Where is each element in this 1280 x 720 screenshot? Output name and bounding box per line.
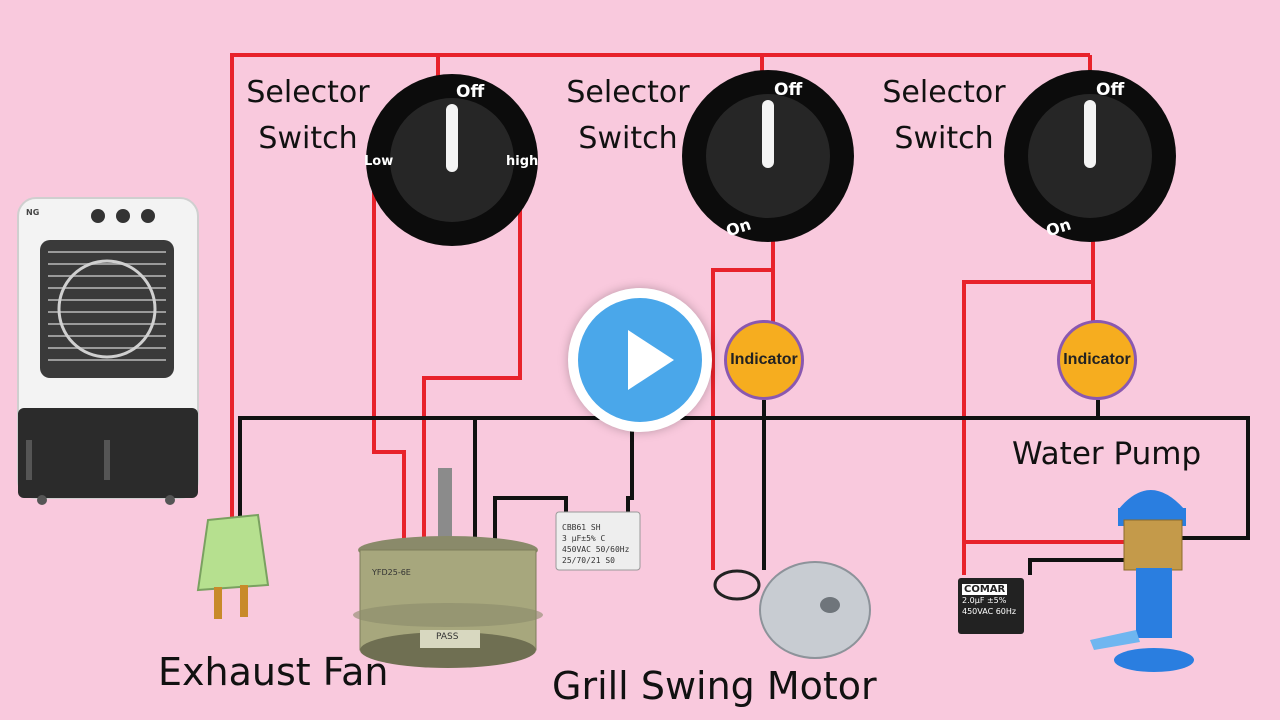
water-pump	[1090, 490, 1194, 672]
knob-1	[366, 74, 538, 246]
capacitor-2-line1: 2.0μF ±5%	[962, 596, 1007, 605]
capacitor-2-brand: COMAR	[962, 584, 1008, 595]
indicator-lamp-1: Indicator	[724, 320, 804, 400]
knob-2	[682, 70, 854, 242]
fan-motor	[353, 468, 543, 668]
capacitor-1-line4: 25/70/21 S0	[562, 556, 615, 565]
switch-1-high-label: high	[506, 154, 539, 169]
grill-swing-motor-label: Grill Swing Motor	[552, 664, 877, 708]
capacitor-1-line1: CBB61 SH	[562, 523, 601, 532]
swing-motor	[713, 561, 871, 659]
capacitor-2-line2: 450VAC 60Hz	[962, 607, 1017, 616]
switch-1-off-label: Off	[456, 82, 485, 102]
play-button[interactable]	[568, 288, 712, 432]
air-cooler	[17, 197, 199, 505]
switch-3-off-label: Off	[1096, 80, 1125, 100]
capacitor-2-text: COMAR 2.0μF ±5% 450VAC 60Hz	[962, 584, 1016, 617]
exhaust-fan-label: Exhaust Fan	[158, 650, 389, 694]
power-plug	[196, 513, 270, 619]
motor-model-text: YFD25-6E	[372, 568, 411, 577]
motor-pass-text: PASS	[436, 632, 459, 642]
indicator-lamp-2: Indicator	[1057, 320, 1137, 400]
switch-2-title: Selector Switch	[548, 70, 708, 162]
switch-1-title-line2: Switch	[258, 121, 358, 156]
switch-3-title: Selector Switch	[864, 70, 1024, 162]
switch-2-title-line1: Selector	[566, 75, 690, 110]
switch-1-title-line1: Selector	[246, 75, 370, 110]
fan-capacitor	[555, 511, 641, 571]
cooler-brand: NG	[26, 208, 40, 217]
capacitor-1-line2: 3 μF±5% C	[562, 534, 606, 543]
play-icon	[628, 330, 674, 390]
switch-3-title-line1: Selector	[882, 75, 1006, 110]
play-button-inner	[578, 298, 702, 422]
neutral-wires	[238, 400, 1250, 575]
switch-3-title-line2: Switch	[894, 121, 994, 156]
switch-2-title-line2: Switch	[578, 121, 678, 156]
knob-3	[1004, 70, 1176, 242]
switch-1-title: Selector Switch	[228, 70, 388, 162]
switch-2-off-label: Off	[774, 80, 803, 100]
switch-1-low-label: Low	[364, 154, 394, 169]
capacitor-1-text: CBB61 SH 3 μF±5% C 450VAC 50/60Hz 25/70/…	[562, 522, 629, 566]
water-pump-label: Water Pump	[1012, 436, 1202, 472]
capacitor-1-line3: 450VAC 50/60Hz	[562, 545, 630, 554]
